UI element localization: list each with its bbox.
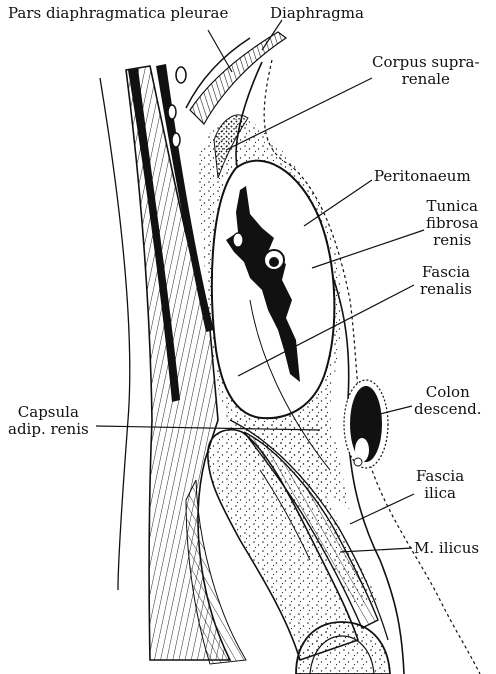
label-line: Colon (414, 384, 482, 401)
label-line: ilica (416, 485, 464, 502)
label-m-ilicus: M. ilicus (414, 540, 479, 557)
label-fascia-renalis: Fascia renalis (420, 264, 472, 298)
label-peritonaeum: Peritonaeum (374, 168, 471, 185)
label-line: Corpus supra- (372, 54, 480, 71)
label-colon-descend: Colon descend. (414, 384, 482, 418)
label-line: renale (372, 71, 480, 88)
label-line: Tunica (426, 198, 478, 215)
vessel-1 (176, 67, 186, 83)
vessel-2 (168, 105, 176, 119)
small-vessel (233, 233, 243, 247)
label-pars-diaphragmatica: Pars diaphragmatica pleurae (8, 5, 228, 22)
label-line: fibrosa (426, 215, 478, 232)
label-line: adip. renis (8, 421, 89, 438)
label-line: Capsula (8, 404, 89, 421)
label-corpus-suprarenale: Corpus supra- renale (372, 54, 480, 88)
vessel-3 (172, 133, 180, 147)
label-line: descend. (414, 401, 482, 418)
label-line: renis (426, 232, 478, 249)
label-fascia-ilica: Fascia ilica (416, 468, 464, 502)
body-wall-outline (100, 78, 130, 590)
label-line: Fascia (420, 264, 472, 281)
label-capsula-adip: Capsula adip. renis (8, 404, 89, 438)
label-line: renalis (420, 281, 472, 298)
label-line: Fascia (416, 468, 464, 485)
label-diaphragma: Diaphragma (270, 5, 364, 22)
label-tunica-fibrosa: Tunica fibrosa renis (426, 198, 478, 249)
